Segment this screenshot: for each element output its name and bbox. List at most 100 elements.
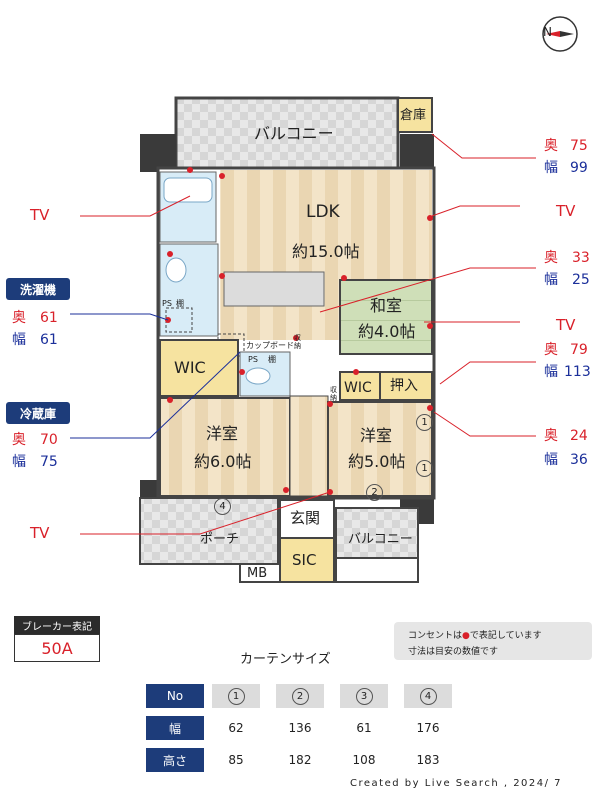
kitchen-counter — [223, 271, 325, 307]
compass-north-label: N — [543, 25, 552, 39]
curtain-number: 1 — [227, 687, 245, 705]
ldk-label: LDK — [306, 202, 340, 222]
window-number: 1 — [416, 414, 433, 431]
porch-label: ポーチ — [200, 532, 240, 547]
washitsu — [339, 279, 433, 355]
curtain-header-height: 高さ — [146, 748, 204, 772]
ps-label: PS — [162, 299, 172, 308]
dim-width: 99 — [570, 160, 588, 176]
bathtub — [163, 177, 213, 203]
outlet-markers — [165, 167, 433, 495]
curtain-number-cell: 2 — [276, 684, 324, 708]
washitsu-label: 和室 — [370, 296, 403, 315]
curtain-number-cell: 3 — [340, 684, 388, 708]
wic-right — [339, 371, 381, 401]
wic-right-label: WIC — [344, 380, 372, 396]
ps-label: PS — [248, 355, 258, 364]
dim-width: 25 — [572, 272, 590, 288]
washer-depth-label: 奥 — [12, 310, 26, 326]
youshitsu-1 — [159, 397, 291, 497]
tv-label: TV — [556, 316, 576, 334]
curtain-number-cell: 1 — [212, 684, 260, 708]
fridge-title: 冷蔵庫 — [6, 402, 70, 424]
youshitsu-1-size: 約6.0帖 — [194, 452, 252, 471]
note-text: で表記しています — [469, 631, 542, 641]
curtain-height-cell: 183 — [416, 753, 440, 767]
genkan-label: 玄関 — [290, 509, 321, 527]
window-number: 4 — [214, 498, 231, 515]
youshitsu-2-label: 洋室 — [360, 426, 393, 445]
washer-depth: 61 — [40, 310, 58, 326]
tv-label: TV — [30, 206, 50, 224]
floor-plan — [70, 96, 536, 583]
genkan — [279, 499, 335, 539]
compass: N — [540, 14, 580, 54]
curtain-number: 3 — [355, 687, 373, 705]
washer-title: 洗濯機 — [6, 278, 70, 300]
washitsu-size: 約4.0帖 — [358, 322, 416, 341]
curtain-number: 2 — [291, 687, 309, 705]
breaker-title: ブレーカー表記 — [14, 616, 100, 634]
dim-depth-label: 奥 — [544, 342, 558, 358]
note-line-2: 寸法は目安の数値です — [408, 647, 499, 657]
pillar — [140, 134, 176, 172]
dim-depth-label: 奥 — [544, 250, 558, 266]
hallway — [289, 395, 329, 497]
storage-label: 収納 — [294, 334, 301, 350]
washer-width: 61 — [40, 332, 58, 348]
toilet-bowl — [245, 367, 271, 385]
dim-depth: 24 — [570, 428, 588, 444]
dim-width: 113 — [564, 364, 591, 380]
youshitsu-2-size: 約5.0帖 — [348, 452, 406, 471]
curtain-height-cell: 108 — [352, 753, 376, 767]
window-number: 1 — [416, 460, 433, 477]
tv-label: TV — [556, 202, 576, 220]
curtain-width-cell: 176 — [416, 721, 440, 735]
washbasin — [165, 257, 187, 283]
curtain-height-cell: 85 — [228, 753, 244, 767]
sic — [279, 537, 335, 583]
youshitsu-1-label: 洋室 — [206, 424, 239, 443]
dim-depth: 33 — [572, 250, 590, 266]
dim-depth-label: 奥 — [544, 138, 558, 154]
dim-width-label: 幅 — [544, 272, 558, 288]
dim-depth: 75 — [570, 138, 588, 154]
leader-lines — [80, 133, 536, 535]
sic-label: SIC — [292, 551, 317, 569]
dim-width: 36 — [570, 452, 588, 468]
washer-width-label: 幅 — [12, 332, 26, 348]
oshiire-label: 押入 — [390, 378, 418, 394]
dim-depth: 79 — [570, 342, 588, 358]
balcony-top-label: バルコニー — [254, 124, 334, 143]
leader-lines-blue — [70, 313, 241, 439]
shelf-label: 棚 — [268, 355, 276, 364]
curtain-number: 4 — [419, 687, 437, 705]
note-line-1: コンセントは●で表記しています — [408, 628, 542, 641]
fridge-width-label: 幅 — [12, 454, 26, 470]
curtain-number-cell: 4 — [404, 684, 452, 708]
curtain-width-cell: 61 — [356, 721, 372, 735]
window-number: 2 — [366, 484, 383, 501]
dim-depth-label: 奥 — [544, 428, 558, 444]
mb — [239, 563, 281, 583]
mb-label: MB — [247, 566, 268, 581]
fridge-width: 75 — [40, 454, 58, 470]
cupboard-label: カップボード — [246, 341, 294, 350]
ldk-size: 約15.0帖 — [292, 242, 360, 261]
curtain-height-cell: 182 — [288, 753, 312, 767]
storage-label: 倉庫 — [400, 108, 427, 123]
note-text: コンセントは — [408, 631, 463, 641]
dim-width-label: 幅 — [544, 452, 558, 468]
fridge-depth: 70 — [40, 432, 58, 448]
curtain-width-cell: 136 — [288, 721, 312, 735]
storage — [397, 97, 433, 133]
porch — [139, 497, 279, 565]
outlet-symbol-icon: ● — [462, 631, 470, 641]
curtain-header-width: 幅 — [146, 716, 204, 740]
pillar — [400, 134, 434, 172]
fridge-depth-label: 奥 — [12, 432, 26, 448]
wic-left — [159, 339, 239, 397]
curtain-header-no: No — [146, 684, 204, 708]
bottom-strip — [335, 557, 419, 583]
shelf-label: 棚 — [176, 299, 184, 308]
